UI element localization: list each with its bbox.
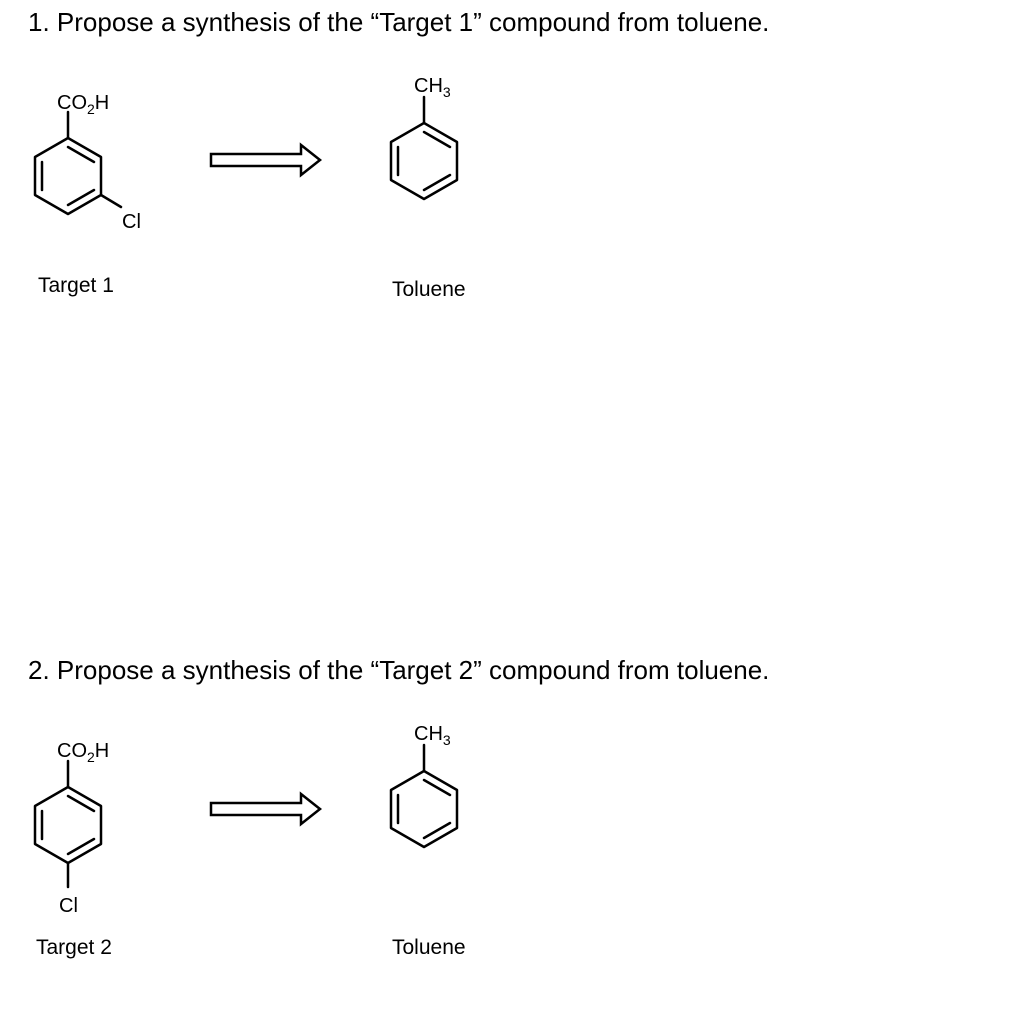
- question-2: 2. Propose a synthesis of the “Target 2”…: [28, 655, 770, 685]
- target-1-structure: [33, 110, 123, 216]
- question-1: 1. Propose a synthesis of the “Target 1”…: [28, 7, 770, 37]
- target-1-benzene-ring: [33, 136, 103, 216]
- toluene-1-benzene-ring: [389, 121, 459, 201]
- target-2-structure: [33, 759, 103, 889]
- target-2-benzene-ring: [33, 785, 103, 865]
- retrosynthesis-arrow-1: [209, 142, 323, 178]
- toluene-1-methyl-group: CH3: [414, 75, 451, 100]
- target-2-label: Target 2: [36, 936, 112, 959]
- toluene-1-structure: [389, 95, 459, 201]
- retrosynthesis-arrow-2: [209, 791, 323, 827]
- target-2-chloro-label: Cl: [59, 895, 78, 917]
- target-2-inner-bond: [66, 794, 96, 813]
- toluene-2-inner-bond: [422, 778, 452, 797]
- toluene-2-inner-bond: [422, 821, 452, 840]
- target-2-inner-bond: [66, 837, 96, 856]
- toluene-1-label: Toluene: [392, 278, 466, 301]
- toluene-2-label: Toluene: [392, 936, 466, 959]
- target-1-chloro-bond: [99, 193, 123, 209]
- target-2-acid-group: CO2H: [57, 740, 109, 765]
- target-1-inner-bond: [66, 145, 96, 164]
- problem-1-scheme: CO2H Cl CH3 Target 1 Toluene: [0, 60, 1016, 390]
- problem-1-structures: CO2H Cl CH3: [33, 75, 459, 233]
- problem-2-scheme: CO2H Cl CH3 Target 2 Toluene: [0, 705, 1016, 1035]
- toluene-2-methyl-group: CH3: [414, 723, 451, 748]
- target-1-label: Target 1: [38, 274, 114, 297]
- problem-2-structures: CO2H Cl CH3: [33, 723, 459, 917]
- target-1-inner-bond: [66, 188, 96, 207]
- toluene-2-benzene-ring: [389, 769, 459, 849]
- toluene-2-structure: [389, 743, 459, 849]
- target-1-acid-group: CO2H: [57, 92, 109, 117]
- toluene-1-inner-bond: [422, 173, 452, 192]
- toluene-1-inner-bond: [422, 130, 452, 149]
- target-1-chloro-label: Cl: [122, 211, 141, 233]
